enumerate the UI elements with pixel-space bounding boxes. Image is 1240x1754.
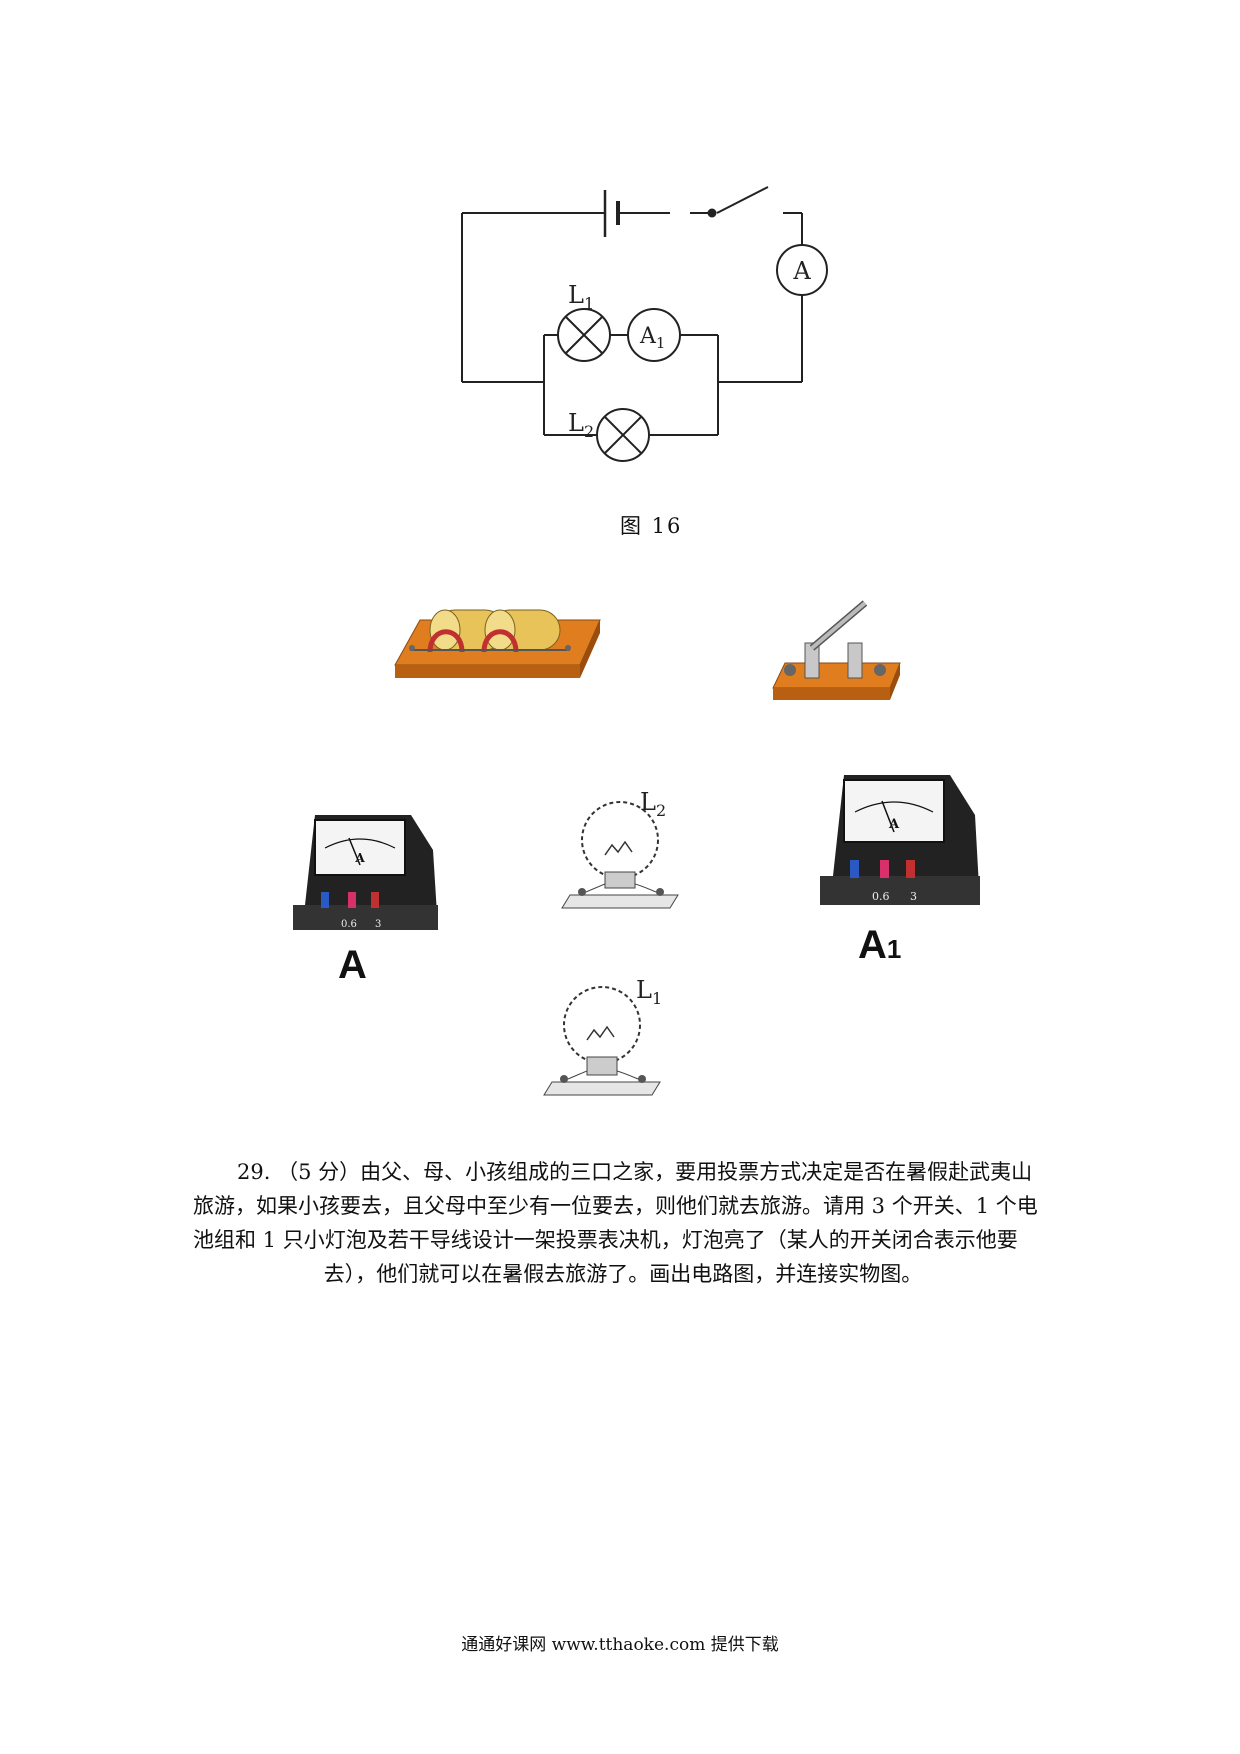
knife-switch-illustration	[772, 600, 901, 700]
svg-text:A: A	[354, 851, 365, 865]
svg-text:L2: L2	[640, 788, 666, 820]
lamp-l1-label: L1	[568, 281, 594, 313]
question-29: 29. （5 分）由父、母、小孩组成的三口之家，要用投票方式决定是否在暑假赴武夷…	[193, 1155, 1053, 1291]
bulb-l2-illustration: L2	[561, 788, 679, 909]
ammeter-a-label: A	[338, 943, 367, 987]
bulb-l1-illustration: L1	[543, 976, 662, 1096]
lamp-l2-symbol	[596, 408, 650, 462]
battery-holder-illustration	[394, 609, 601, 678]
svg-text:3: 3	[375, 919, 381, 930]
svg-text:0.6: 0.6	[341, 919, 357, 930]
ammeter-main-symbol: A	[776, 244, 828, 296]
lamp-l2-label: L2	[568, 409, 594, 441]
question-line-4: 去），他们就可以在暑假去旅游了。画出电路图，并连接实物图。	[323, 1262, 923, 1286]
lamp-l1-symbol	[557, 308, 611, 362]
ammeter-a1-symbol: A1	[627, 308, 681, 362]
svg-text:0.6: 0.6	[872, 890, 890, 903]
question-line-1: 29. （5 分）由父、母、小孩组成的三口之家，要用投票方式决定是否在暑假赴武夷…	[237, 1160, 1033, 1184]
svg-text:L1: L1	[636, 976, 662, 1008]
page-footer: 通通好课网 www.tthaoke.com 提供下载	[461, 1635, 779, 1655]
switch-pivot-dot	[707, 208, 717, 218]
question-line-3: 池组和 1 只小灯泡及若干导线设计一架投票表决机，灯泡亮了（某人的开关闭合表示他…	[193, 1228, 1018, 1252]
switch-blade	[716, 186, 769, 214]
svg-text:A: A	[792, 257, 811, 285]
question-line-2: 旅游，如果小孩要去，且父母中至少有一位要去，则他们就去旅游。请用 3 个开关、1…	[193, 1194, 1038, 1218]
ammeter-a1-illustration: A 0.6 3	[820, 775, 980, 905]
svg-text:A1: A1	[639, 324, 665, 352]
svg-text:A: A	[888, 817, 900, 832]
ammeter-a-illustration: A 0.6 3	[293, 815, 438, 930]
ammeter-a1-label: A1	[858, 923, 902, 967]
svg-text:3: 3	[910, 890, 917, 903]
circuit-diagram: A L1 A1 L2	[461, 186, 828, 462]
figure-caption: 图 16	[620, 514, 683, 538]
